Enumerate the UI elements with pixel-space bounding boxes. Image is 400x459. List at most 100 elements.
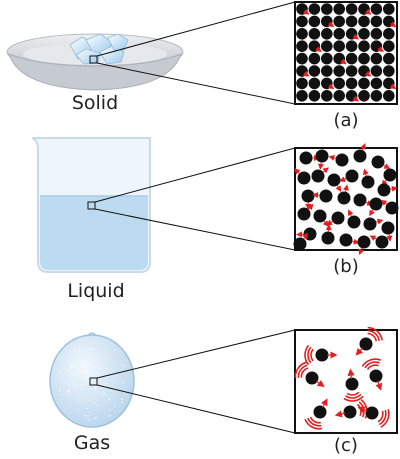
- solid-particle: [333, 3, 346, 15]
- balloon-speckle: [96, 404, 98, 407]
- balloon-speckle: [82, 361, 84, 364]
- gas-illustration: [49, 326, 398, 434]
- gas-zoom-line-top: [96, 329, 296, 379]
- vibration-arrow: [364, 8, 372, 15]
- balloon-speckle: [60, 394, 63, 396]
- liquid-particle: [353, 193, 367, 207]
- caption-c: (c): [334, 435, 358, 456]
- vibration-arrow: [377, 46, 384, 52]
- solid-particle: [345, 52, 358, 65]
- solid-particle: [296, 65, 308, 77]
- motion-arrow: [375, 380, 383, 391]
- solid-particle: [345, 3, 358, 15]
- motion-trail: [361, 358, 381, 367]
- solid-particle: [321, 28, 333, 40]
- vibration-arrow: [302, 70, 310, 77]
- motion-trail: [378, 409, 387, 426]
- liquid-particle: [293, 237, 307, 251]
- motion-trail: [304, 344, 310, 366]
- balloon-speckle: [86, 407, 89, 410]
- motion-arrow: [322, 167, 330, 174]
- balloon-speckle: [84, 366, 86, 368]
- liquid-particle: [321, 231, 335, 245]
- state-label-liquid: Liquid: [67, 280, 125, 302]
- motion-trail: [307, 346, 312, 364]
- solid-particle: [370, 65, 383, 77]
- solid-particle: [321, 90, 333, 102]
- balloon-speckle: [124, 365, 126, 367]
- balloon-speckle: [94, 387, 97, 389]
- solid-particle: [383, 77, 395, 90]
- motion-trail: [377, 410, 384, 423]
- motion-arrow: [302, 232, 308, 240]
- state-label-gas: Gas: [73, 432, 111, 454]
- motion-arrow: [307, 203, 314, 211]
- motion-arrow: [326, 219, 334, 226]
- solid-particle: [345, 77, 358, 90]
- motion-trail: [346, 391, 360, 396]
- balloon-speckle: [83, 372, 86, 374]
- vibration-arrow: [352, 33, 360, 40]
- gas-zoom-marker: [89, 377, 98, 386]
- solid-particle: [370, 40, 383, 52]
- gas-particle: [343, 405, 357, 419]
- solid-particle: [370, 3, 383, 15]
- motion-arrow: [339, 176, 347, 182]
- liquid-zoom-line-top: [94, 147, 296, 203]
- balloon-speckle: [90, 348, 93, 350]
- solid-particle: [358, 65, 370, 77]
- solid-particle: [383, 28, 395, 40]
- liquid-particle: [315, 149, 329, 163]
- solid-particle: [308, 15, 321, 28]
- motion-arrow: [357, 406, 368, 414]
- solid-particle: [358, 3, 370, 15]
- liquid-illustration: [31, 137, 399, 273]
- balloon-speckle: [94, 365, 97, 368]
- liquid-particle: [327, 173, 341, 187]
- solid-particle: [308, 90, 321, 102]
- balloon-speckle: [93, 401, 96, 404]
- solid-particle: [296, 28, 308, 40]
- balloon-speckle: [79, 351, 81, 353]
- solid-particle: [383, 40, 395, 52]
- vibration-arrow: [315, 46, 322, 52]
- solid-particle: [333, 52, 346, 65]
- balloon-speckle: [83, 348, 85, 350]
- balloon-speckle: [113, 349, 116, 352]
- solid-particle: [383, 15, 395, 28]
- motion-arrow: [375, 218, 384, 225]
- balloon-speckle: [105, 382, 107, 385]
- solid-particle: [383, 65, 395, 77]
- caption-a: (a): [333, 110, 359, 131]
- solid-particle: [370, 90, 383, 102]
- motion-arrow: [380, 199, 388, 206]
- motion-arrow: [334, 410, 346, 418]
- motion-trail: [366, 364, 379, 371]
- motion-trail: [343, 395, 364, 402]
- liquid-particle: [303, 227, 317, 241]
- liquid-particle: [339, 233, 353, 247]
- gas-particle: [345, 377, 359, 391]
- solid-particle: [358, 40, 370, 52]
- solid-zoom-marker: [89, 55, 98, 64]
- motion-trail: [294, 361, 307, 379]
- liquid-particle: [331, 211, 345, 225]
- balloon-speckle: [71, 373, 73, 376]
- liquid-particle: [363, 217, 377, 231]
- solid-particle: [296, 52, 308, 65]
- liquid-particle: [299, 151, 313, 165]
- balloon-speckle: [81, 401, 84, 404]
- balloon-speckle: [108, 398, 111, 401]
- balloon-speckle: [106, 367, 108, 370]
- balloon-speckle: [71, 366, 74, 369]
- solid-particle: [321, 52, 333, 65]
- motion-arrow: [320, 398, 328, 408]
- vibration-arrow: [352, 95, 360, 102]
- liquid-particle-cluster: [293, 143, 399, 256]
- solid-particle: [370, 15, 383, 28]
- vibration-arrow: [327, 21, 335, 28]
- motion-arrow: [381, 179, 388, 187]
- balloon-speckle: [91, 381, 94, 383]
- balloon-speckle: [109, 409, 111, 411]
